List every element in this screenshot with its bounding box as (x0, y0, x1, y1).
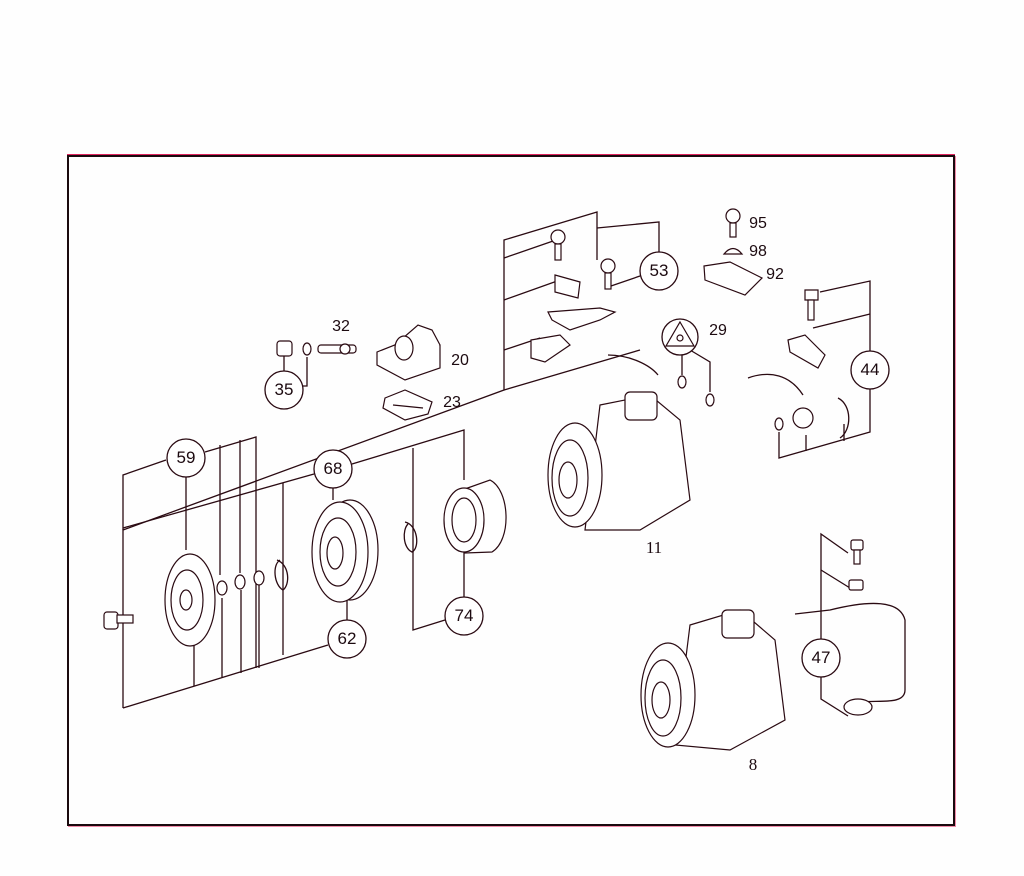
part-shims (216, 559, 289, 596)
callout-circles (166, 251, 890, 678)
callout-47[interactable]: 47 (802, 639, 840, 677)
part-bolt (103, 611, 134, 630)
part-23-gasket (382, 389, 433, 421)
callout-59[interactable]: 59 (167, 439, 205, 477)
label-20[interactable]: 20 (451, 352, 469, 369)
part-32-valve (317, 343, 357, 355)
part-95-98-92-hardware (703, 208, 764, 296)
callout-label: 44 (860, 360, 880, 379)
callout-label: 53 (649, 261, 669, 280)
part-11-compressor (547, 391, 691, 531)
part-29-plate (661, 318, 715, 407)
part-74-coil (403, 479, 507, 554)
label-23[interactable]: 23 (443, 394, 461, 411)
callout-label: 35 (274, 380, 294, 399)
part-53-bracket-bolts (530, 229, 617, 363)
callout-label: 59 (176, 448, 196, 467)
callout-label: 62 (337, 629, 357, 648)
label-8[interactable]: 8 (748, 755, 758, 774)
callout-62[interactable]: 62 (328, 620, 366, 658)
part-44-sensor-harness (747, 289, 850, 439)
part-47-harness (794, 539, 906, 716)
callout-label: 47 (811, 648, 831, 667)
part-35-cap (276, 340, 312, 357)
part-20-switch-housing (376, 324, 441, 381)
callout-68[interactable]: 68 (314, 450, 352, 488)
callout-label: 68 (323, 459, 343, 478)
label-32[interactable]: 32 (332, 318, 350, 335)
diagram-frame (67, 155, 955, 826)
label-92[interactable]: 92 (766, 266, 784, 283)
callout-label: 74 (454, 606, 474, 625)
label-98[interactable]: 98 (749, 243, 767, 260)
callout-53[interactable]: 53 (640, 252, 678, 290)
callout-44[interactable]: 44 (851, 351, 889, 389)
label-29[interactable]: 29 (709, 322, 727, 339)
callout-35[interactable]: 35 (265, 371, 303, 409)
part-8-compressor (640, 609, 786, 751)
part-hose (607, 354, 659, 376)
part-59-clutch-plate (164, 553, 216, 647)
label-95[interactable]: 95 (749, 215, 767, 232)
part-68-pulley (311, 499, 379, 603)
callout-74[interactable]: 74 (445, 597, 483, 635)
label-11[interactable]: 11 (645, 538, 663, 557)
